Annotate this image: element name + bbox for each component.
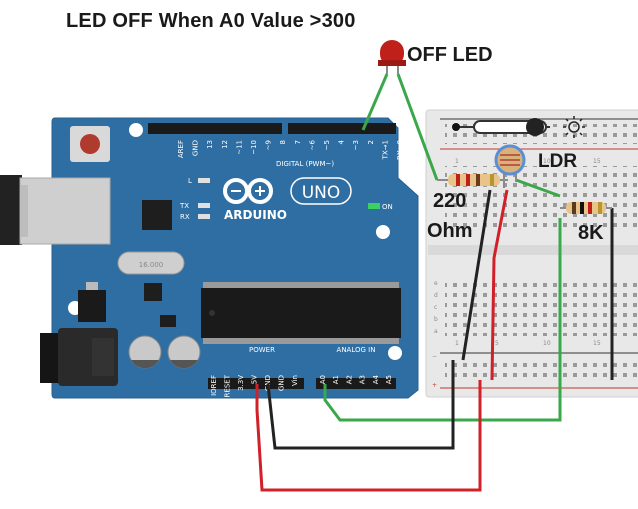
col-number-15-bottom: 15 [593,340,601,347]
minus-rail-label: − [432,353,437,360]
wire-ldr-to-8k[interactable] [515,178,561,198]
on-label: ON [382,203,393,211]
analog-header: ANALOG IN [316,346,396,389]
analog-header-label: ANALOG IN [337,346,376,354]
arduino-uno-board: 16.000 L TX RX ON ARDUINO [0,117,419,399]
crystal-text: 16.000 [139,261,164,269]
light-intensity-slider[interactable] [452,118,550,136]
digital-pin-label-12: ~3 [352,140,360,150]
digital-pin-label-7: 8 [279,140,287,144]
power-header-label: POWER [249,346,275,354]
digital-header-label: DIGITAL (PWM~) [276,160,334,168]
wire-gnd-jumper[interactable] [461,189,492,361]
power-jack [40,328,118,386]
digital-pin-label-11: 4 [338,139,346,144]
led[interactable] [378,40,406,74]
digital-pin-label-0: AREF [177,140,185,158]
resistor-220-value: 220 [433,190,467,212]
col-number-10: 10 [543,158,551,165]
resistor-220-unit: Ohm [427,220,473,242]
ldr-label: LDR [538,151,578,172]
col-number-15: 15 [593,158,601,165]
power-pin-labels: IOREF RESET 3.3V 5V GND GND Vin [210,374,299,397]
wire-led-cathode-to-pin2[interactable] [361,73,389,131]
resistor-8k-label: 8K [578,222,604,244]
analog-pin-label-4: A4 [372,374,380,384]
power-pin-label-0: IOREF [210,375,218,396]
transistor [160,315,176,327]
led-label-rx: RX [180,213,190,221]
digital-pin-label-5: ~10 [250,140,258,155]
led-label: OFF LED [407,44,493,66]
row-label-a: a [434,328,438,335]
ldr-photoresistor[interactable] [494,144,526,188]
sun-icon [563,116,585,138]
row-label-e: e [434,280,438,287]
wire-5v[interactable] [255,380,482,492]
col-number-1: 1 [455,158,459,165]
resistor-8k[interactable] [560,202,612,214]
arduino-model-text: UNO [302,183,341,203]
usb-controller-chip [142,200,172,230]
power-pin-label-1: RESET [224,374,232,397]
digital-pin-label-2: 13 [206,140,214,149]
reset-button[interactable] [70,126,110,162]
led-label-tx: TX [179,202,189,210]
col-number-10-bottom: 10 [543,340,551,347]
usb-port [0,175,111,245]
digital-header: DIGITAL (PWM~) [148,123,396,168]
wire-gnd[interactable] [266,360,455,450]
power-pin-label-4: GND [264,375,272,391]
digital-pin-label-15: RX←0 [396,140,404,160]
plus-rail-label: + [432,382,437,389]
arduino-logo: ARDUINO UNO [223,177,352,222]
wire-5v-jumper[interactable] [490,189,509,381]
digital-pin-label-1: GND [192,140,200,156]
atmega-chip [201,282,401,344]
capacitor-2 [167,335,201,369]
wire-a0[interactable] [323,218,562,422]
wire-led-anode-to-resistor[interactable] [396,73,439,181]
small-chip [144,283,162,301]
digital-pin-label-4: ~11 [235,140,243,155]
analog-pin-label-5: A5 [385,375,393,384]
row-label-b: b [434,316,438,323]
arduino-brand-text: ARDUINO [224,208,287,222]
digital-pin-label-8: 7 [294,140,302,144]
digital-pin-label-9: ~6 [308,139,316,150]
power-led [368,203,380,209]
onboard-leds: L TX RX ON [179,177,393,221]
power-pin-label-3: 5V [251,375,259,384]
digital-pin-label-10: ~5 [323,140,331,150]
diagram-title: LED OFF When A0 Value >300 [66,10,356,32]
led-label-l: L [188,177,192,185]
analog-pin-label-0: A0 [319,375,327,384]
col-number-5-bottom: 5 [495,340,499,347]
col-number-1-bottom: 1 [455,340,459,347]
analog-pin-label-3: A3 [359,375,367,384]
breadboard: + − 1 5 10 15 1 5 10 15 e d c b a [425,109,638,398]
digital-pin-label-6: ~9 [265,140,273,150]
digital-pin-labels: AREF GND 13 12 ~11 ~10 ~9 8 7 ~6 ~5 4 ~3 2 TX→1 RX←0 [177,139,404,160]
digital-pin-label-14: TX→1 [381,140,389,160]
analog-pin-label-2: A2 [345,375,353,384]
resistor-220[interactable] [437,174,508,186]
analog-pin-labels: A0 A1 A2 A3 A4 A5 [319,374,393,384]
digital-pin-label-3: 12 [221,140,229,149]
row-label-c: c [434,304,437,311]
capacitor-1 [128,335,162,369]
voltage-regulator [78,282,106,322]
power-pin-label-2: 3.3V [237,375,245,391]
power-header: POWER [208,346,304,389]
row-label-d: d [434,292,438,299]
digital-pin-label-13: 2 [367,140,375,144]
power-pin-label-5: GND [278,375,286,391]
power-pin-label-6: Vin [291,375,299,386]
crystal-oscillator: 16.000 [117,251,185,275]
analog-pin-label-1: A1 [332,375,340,384]
